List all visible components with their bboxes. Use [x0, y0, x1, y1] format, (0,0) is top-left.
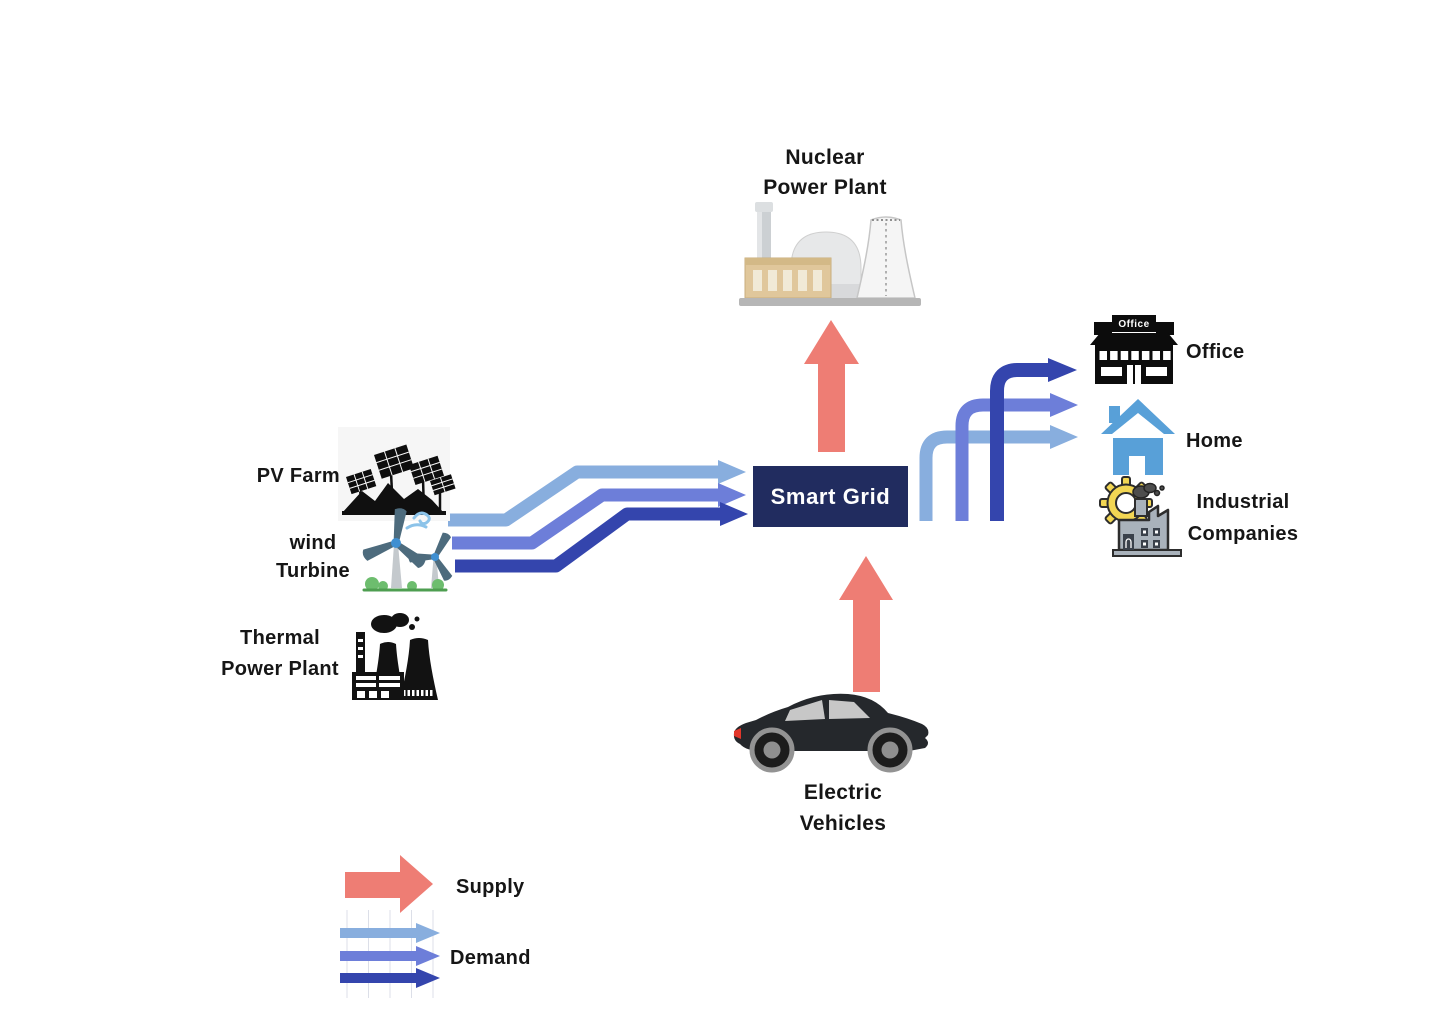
- office-sign-text: Office: [1118, 319, 1149, 330]
- wheel: [749, 727, 795, 773]
- legend-demand-arrows: [340, 923, 440, 988]
- legend-supply-arrow: [345, 855, 433, 913]
- thermal-power-plant-icon: [352, 613, 438, 700]
- supply-arrow-ev-to-grid: [839, 556, 893, 692]
- nuclear-power-plant-icon: [739, 202, 921, 306]
- smart-grid-node: Smart Grid: [753, 466, 908, 527]
- nuclear-label: Nuclear Power Plant: [763, 146, 887, 199]
- office-label: Office: [1186, 341, 1245, 363]
- thermal-label: Thermal Power Plant: [221, 627, 339, 680]
- home-label: Home: [1186, 430, 1243, 452]
- ev-label: Electric Vehicles: [799, 781, 887, 835]
- pv-farm-icon: [338, 427, 456, 521]
- demand-arrows-in: [448, 460, 748, 573]
- smoke: [1132, 482, 1165, 499]
- home-icon: [1101, 399, 1175, 475]
- industrial-label: Industrial Companies: [1187, 491, 1299, 545]
- office-icon: Office: [1090, 315, 1178, 384]
- solar-panel: [346, 444, 456, 496]
- wheel: [867, 727, 913, 773]
- pv-farm-label: PV Farm: [256, 465, 340, 487]
- wind-turbine-label: wind Turbine: [276, 532, 350, 582]
- legend-demand-label: Demand: [450, 947, 531, 969]
- smart-grid-label: Smart Grid: [770, 483, 891, 509]
- legend-supply-label: Supply: [456, 876, 525, 898]
- demand-arrows-out: [919, 358, 1078, 521]
- supply-arrow-grid-to-nuclear: [804, 320, 859, 452]
- electric-vehicle-icon: [733, 693, 929, 773]
- industrial-companies-icon: [1099, 476, 1182, 557]
- wind-turbine-icon: [362, 508, 453, 592]
